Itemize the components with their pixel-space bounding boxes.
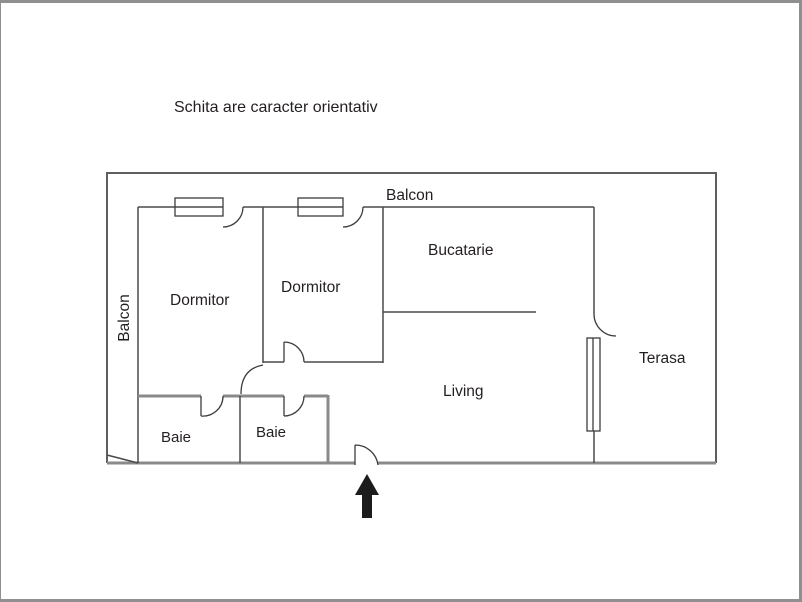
room-labels: Balcon Balcon Dormitor Dormitor Bucatari…	[116, 187, 686, 446]
entrance-arrow-head	[355, 474, 379, 495]
doors	[200, 206, 617, 466]
window-bedroom-left	[174, 197, 224, 217]
disclaimer-title: Schita are caracter orientativ	[174, 99, 378, 116]
door-arc-balcony-left	[222, 206, 244, 228]
floorplan-svg: Schita are caracter orientativ	[106, 99, 717, 518]
label-baie-mid: Baie	[256, 424, 286, 441]
label-baie-left: Baie	[161, 429, 191, 446]
door-arc-bathroom-mid	[283, 395, 305, 417]
door-arc-terrace	[593, 313, 617, 337]
door-arc-bedroom2	[283, 341, 305, 363]
door-arc-hallway	[240, 364, 264, 395]
window-living	[586, 337, 601, 432]
windows	[174, 197, 601, 432]
door-arc-entrance	[354, 444, 379, 466]
label-balcon-left: Balcon	[116, 294, 133, 341]
interior-walls	[137, 206, 595, 463]
label-terasa: Terasa	[639, 350, 686, 367]
label-balcon-top: Balcon	[386, 187, 433, 204]
label-living: Living	[443, 383, 484, 400]
entrance-arrow	[355, 474, 379, 518]
entrance-arrow-shaft	[362, 494, 372, 518]
balcony-closure-line	[106, 454, 139, 464]
label-dormitor-mid: Dormitor	[281, 279, 340, 296]
label-bucatarie: Bucatarie	[428, 242, 493, 259]
door-arc-balcony-mid	[342, 206, 364, 228]
label-dormitor-left: Dormitor	[170, 292, 229, 309]
door-arc-bathroom-left	[200, 395, 224, 417]
apartment-outline	[106, 172, 717, 463]
window-bedroom-mid	[297, 197, 344, 217]
